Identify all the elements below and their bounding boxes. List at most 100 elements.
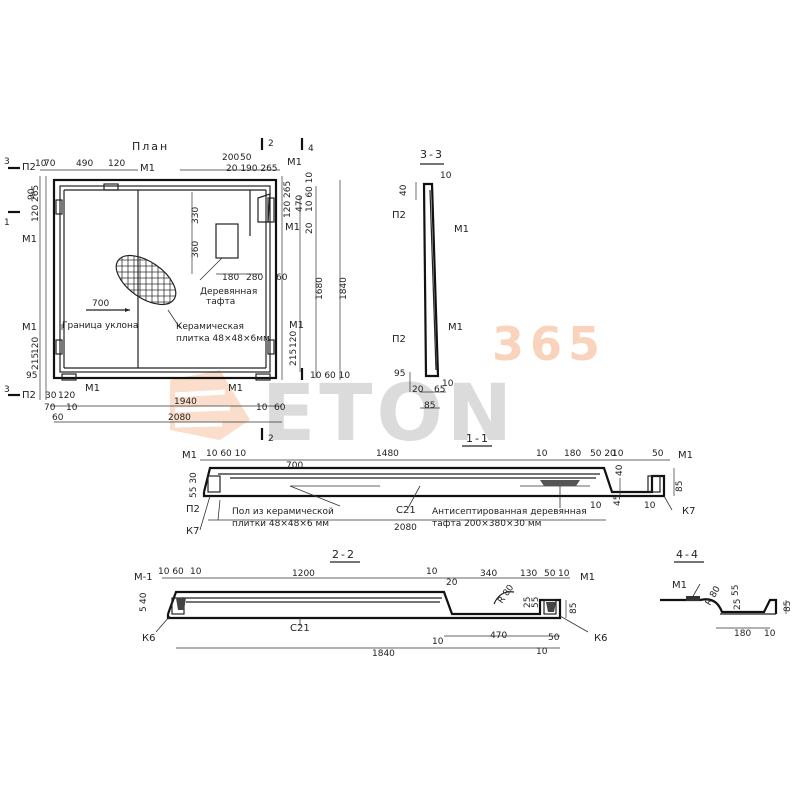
s22-dim-40: 40 (139, 592, 149, 604)
s33-dim-95: 95 (394, 369, 405, 379)
s22-dim-10-a: 10 (190, 567, 202, 577)
plan-dim-10-60-10-bottom: 10 60 10 (310, 371, 350, 381)
s11-label-m1-right: М1 (678, 450, 693, 461)
plan-dim-20-right: 20 (305, 222, 315, 234)
s22-dim-10-60: 10 60 (158, 567, 184, 577)
s22-dim-340: 340 (480, 569, 497, 579)
cut-mark-3-top: 3 (4, 157, 10, 167)
s22-dim-50-top: 50 (544, 569, 556, 579)
plan-label-m1-right: М1 (285, 222, 300, 233)
plan-dim-50-top: 50 (240, 153, 252, 163)
s11-dim-40: 40 (615, 464, 625, 476)
plan-dim-280: 280 (246, 273, 263, 283)
plan-dim-30: 30 (45, 391, 57, 401)
plan-dim-90: 90 (27, 188, 37, 200)
cut-mark-3-bottom: 3 (4, 385, 10, 395)
section-2-2: 2-2 М-1 М1 К6 К6 С21 10 60 10 1200 10 20… (134, 548, 607, 659)
s11-note-floor-top: Пол из керамической (232, 507, 334, 517)
plan-dim-330: 330 (191, 207, 201, 224)
s22-dim-r80: R 80 (496, 583, 516, 606)
s22-dim-5: 5 (139, 606, 149, 612)
plan-label-m1-left: М1 (22, 234, 37, 245)
plan-dim-10-b: 10 (66, 403, 78, 413)
s11-dim-2080: 2080 (394, 523, 417, 533)
watermark-logo-mark (170, 370, 250, 440)
s44-dim-r80: R 80 (704, 584, 723, 607)
s11-dim-55-30: 55 30 (189, 472, 199, 498)
plan-label-m1-top: М1 (140, 163, 155, 174)
s11-dim-180: 180 (564, 449, 581, 459)
cut-mark-2-bottom: 2 (268, 434, 274, 444)
plan-dim-120-left-bottom: 120 (31, 337, 41, 354)
plan-dim-70-a: 70 (44, 159, 56, 169)
plan-dim-10-c: 10 (256, 403, 268, 413)
plan-dim-70-b: 70 (44, 403, 56, 413)
s11-label-k7-right: К7 (682, 506, 695, 517)
s22-label-m1-right: М1 (580, 572, 595, 583)
plan-m1-embed-right-bottom (267, 339, 275, 355)
plan-cut-marks: 3 1 3 2 2 4 (4, 138, 314, 444)
s11-label-c21: С21 (396, 505, 416, 516)
plan-label-m1-top-right: М1 (287, 157, 302, 168)
cut-mark-1-left: 1 (4, 218, 10, 228)
section-2-2-title: 2-2 (332, 548, 356, 561)
s33-dim-10-top: 10 (440, 171, 452, 181)
plan-dim-120-265-right: 120 265 (283, 181, 293, 218)
s33-label-m1-top: М1 (454, 224, 469, 235)
plan-note-slope-border: Граница уклона (62, 321, 138, 331)
s22-dim-55: 55 (531, 597, 541, 608)
s11-note-floor-bottom: плитки 48×48×6 мм (232, 519, 329, 529)
section-3-3: 3-3 П2 М1 П2 М1 40 10 95 10 20 65 85 (392, 148, 469, 411)
plan-dim-20-190-265: 20 190 265 (226, 164, 278, 174)
plan-label-m1-left-bottom: М1 (22, 322, 37, 333)
plan-title: План (132, 140, 169, 153)
s44-dim-25: 25 (733, 599, 743, 610)
plan-label-m1-bottom-right: М1 (228, 383, 243, 394)
s11-dim-45: 45 (613, 495, 623, 506)
section-4-4: 4-4 М1 R 80 55 25 85 180 10 (660, 548, 793, 639)
plan-dim-60-right: 60 (276, 273, 288, 283)
plan-outer-frame (52, 178, 278, 380)
s22-dim-470: 470 (490, 631, 507, 641)
s22-dim-20: 20 (446, 578, 458, 588)
s22-dim-10-c: 10 (558, 569, 570, 579)
plan-dim-490: 490 (76, 159, 93, 169)
s33-dim-65: 65 (434, 385, 445, 395)
watermark: 365 ETON (170, 317, 600, 459)
section-4-4-title: 4-4 (676, 548, 700, 561)
plan-dim-60-c: 60 (274, 403, 286, 413)
plan-dim-215-right: 215 (289, 349, 299, 366)
plan-dim-95: 95 (26, 371, 37, 381)
s22-dim-10-d: 10 (432, 637, 444, 647)
plan-m1-embed-top (103, 183, 119, 191)
plan-label-m1-bottom: М1 (85, 383, 100, 394)
plan-note-ceramic-bottom: плитка 48×48×6мм (176, 334, 270, 344)
plan-m1-embed-left-bottom (55, 339, 63, 355)
s44-dim-10: 10 (764, 629, 776, 639)
s44-dim-180: 180 (734, 629, 751, 639)
s11-label-k7-left: К7 (186, 526, 199, 537)
s11-label-p2: П2 (186, 504, 200, 515)
s11-dim-50-right: 50 (652, 449, 664, 459)
s11-dim-700: 700 (286, 461, 303, 471)
s22-dim-130: 130 (520, 569, 537, 579)
plan-dim-120-265: 120 265 (31, 185, 41, 222)
s22-dim-85: 85 (569, 603, 579, 614)
plan-dim-1680: 1680 (315, 277, 325, 300)
s11-note-wood-top: Антисептированная деревянная (432, 507, 587, 517)
s44-dim-55: 55 (731, 585, 741, 596)
s11-dim-1480: 1480 (376, 449, 399, 459)
s22-label-c21: С21 (290, 623, 310, 634)
plan-note-wood-bottom: тафта (206, 297, 235, 307)
s33-label-p2-top: П2 (392, 210, 406, 221)
plan-dim-120-right-bottom: 120 (289, 331, 299, 348)
s11-dim-50-20: 50 20 (590, 449, 616, 459)
s33-label-m1-bottom: М1 (448, 322, 463, 333)
plan-label-p2-top: П2 (22, 162, 36, 173)
s11-dim-10-a: 10 (536, 449, 548, 459)
s44-label-m1: М1 (672, 580, 687, 591)
plan-dim-700: 700 (92, 299, 109, 309)
plan-dim-200: 200 (222, 153, 239, 163)
cut-mark-4-top: 4 (308, 144, 314, 154)
